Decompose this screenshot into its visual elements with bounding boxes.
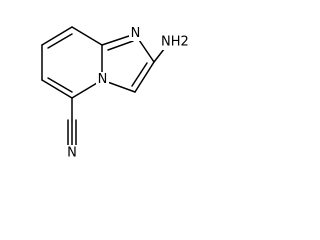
nitrile-n-label: N — [67, 146, 77, 161]
bond-c6-c5-outer — [41, 79, 73, 99]
n-imine-label: N — [131, 26, 141, 41]
atom-labels: N N NH2 N — [65, 26, 195, 161]
bond-c8a-c8 — [71, 26, 103, 46]
nitrile-n-label-bg — [65, 145, 79, 161]
chemical-structure-diagram: N N NH2 N — [41, 26, 195, 161]
n-bridge-label: N — [98, 72, 108, 87]
n-imine-label-bg — [129, 26, 142, 41]
n-bridge-label-bg — [96, 72, 109, 87]
bond-c2-c3-outer — [134, 61, 155, 93]
amino-label: NH2 — [161, 35, 189, 50]
bond-c8a-n1-inner — [107, 40, 134, 51]
bond-c8-c7-outer — [41, 26, 73, 46]
amino-label-bg — [160, 34, 195, 50]
bond-c8-c7-inner — [47, 33, 73, 49]
bond-c6-c5-inner — [47, 77, 73, 93]
bond-c2-c3-inner — [131, 62, 148, 87]
